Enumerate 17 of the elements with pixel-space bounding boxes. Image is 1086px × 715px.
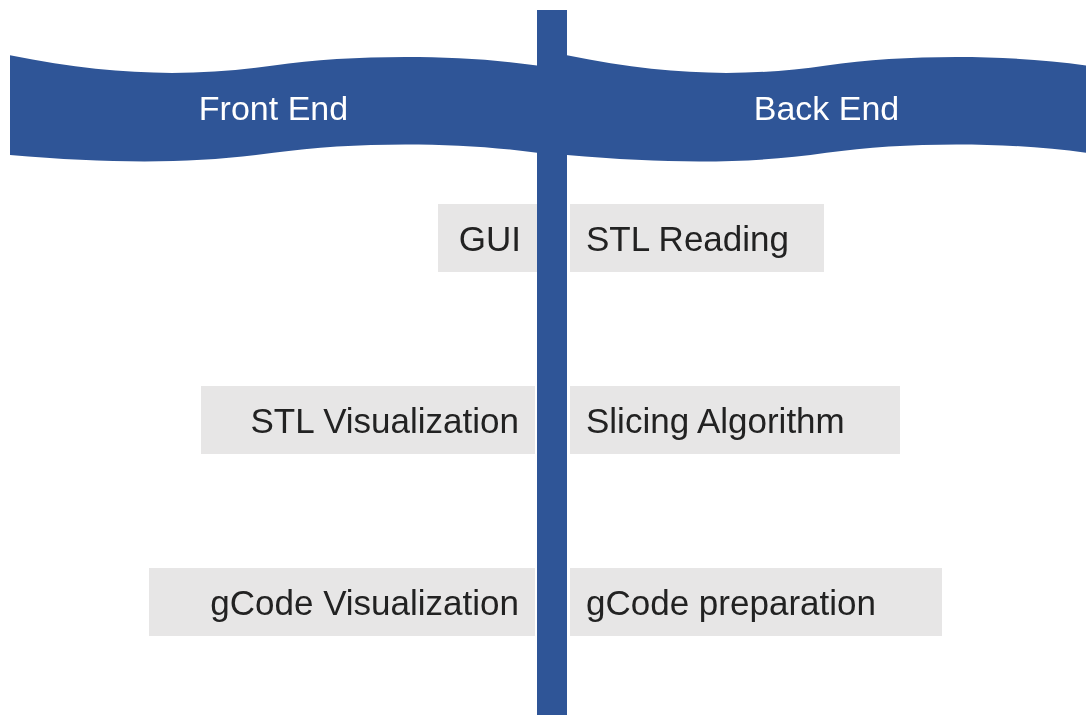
- label-box: [438, 204, 537, 272]
- box-label: gCode Visualization: [210, 584, 519, 620]
- label-box: [570, 204, 824, 272]
- box-label: Slicing Algorithm: [586, 402, 845, 438]
- label-box: [149, 568, 535, 636]
- banner-title: Back End: [753, 91, 900, 125]
- banner-title: Front End: [198, 91, 349, 125]
- box-label: STL Visualization: [250, 402, 519, 438]
- banner: [10, 52, 537, 164]
- label-box: [570, 386, 900, 454]
- divider-bar: [537, 10, 567, 715]
- label-box: [201, 386, 535, 454]
- banner: [567, 52, 1086, 164]
- box-label: gCode preparation: [586, 584, 876, 620]
- box-label: STL Reading: [586, 220, 789, 256]
- box-label: GUI: [458, 220, 521, 256]
- label-box: [570, 568, 942, 636]
